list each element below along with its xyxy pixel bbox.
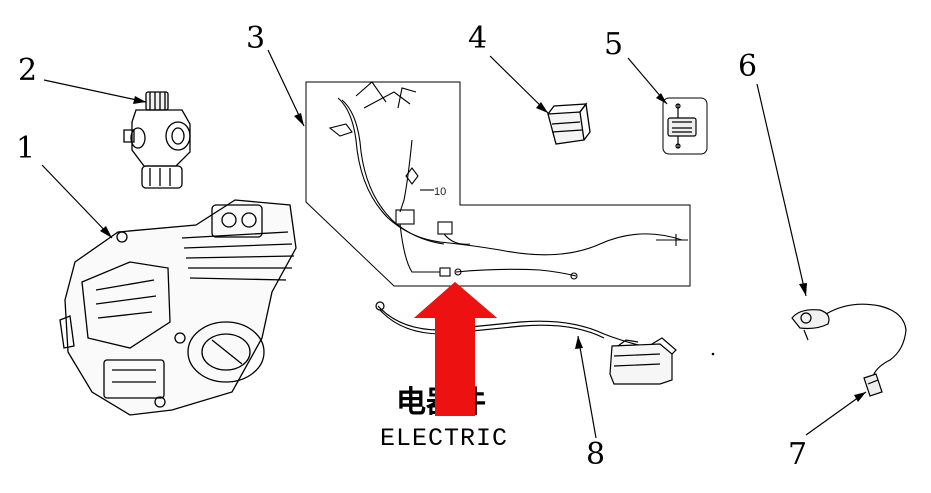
stray-dot: [711, 352, 715, 356]
regulator-box: [662, 97, 708, 155]
caption-english: ELECTRIC: [380, 424, 509, 453]
leader-arrow-8: [575, 336, 583, 349]
relay-part[interactable]: [547, 102, 591, 145]
carburetor-part[interactable]: [123, 91, 191, 189]
callout-2: 2: [18, 53, 38, 88]
callout-5: 5: [604, 27, 624, 62]
wiring-harness-part[interactable]: [328, 81, 688, 280]
callout-7: 7: [788, 437, 808, 472]
caption-chinese: 电器件: [396, 385, 486, 420]
leader-line-2: [43, 79, 147, 103]
leader-line-8: [577, 335, 597, 439]
leader-arrow-3: [294, 113, 304, 126]
spark-plug-cap-part[interactable]: [863, 373, 883, 397]
callout-6: 6: [738, 49, 758, 84]
leader-arrow-6: [799, 283, 807, 296]
callout-8: 8: [586, 437, 606, 472]
leader-arrow-2: [133, 96, 146, 104]
leader-line-7: [805, 391, 867, 436]
leader-line-1: [41, 164, 113, 239]
leader-line-4: [489, 55, 549, 114]
leader-arrow-5: [656, 93, 667, 104]
leader-line-6: [756, 83, 807, 297]
engine-part[interactable]: [59, 199, 297, 416]
harness-frame: [305, 81, 691, 287]
callout-3: 3: [246, 21, 266, 56]
callout-1: 1: [16, 131, 36, 166]
ignition-sensor-part[interactable]: [791, 303, 907, 383]
regulator-part[interactable]: [667, 103, 697, 149]
leader-arrow-7: [854, 392, 866, 402]
leader-line-3: [267, 49, 305, 127]
leader-arrow-1: [100, 226, 112, 238]
callout-4: 4: [468, 21, 488, 56]
harness-part-tag: 10: [434, 186, 447, 198]
leader-arrow-4: [536, 102, 548, 113]
